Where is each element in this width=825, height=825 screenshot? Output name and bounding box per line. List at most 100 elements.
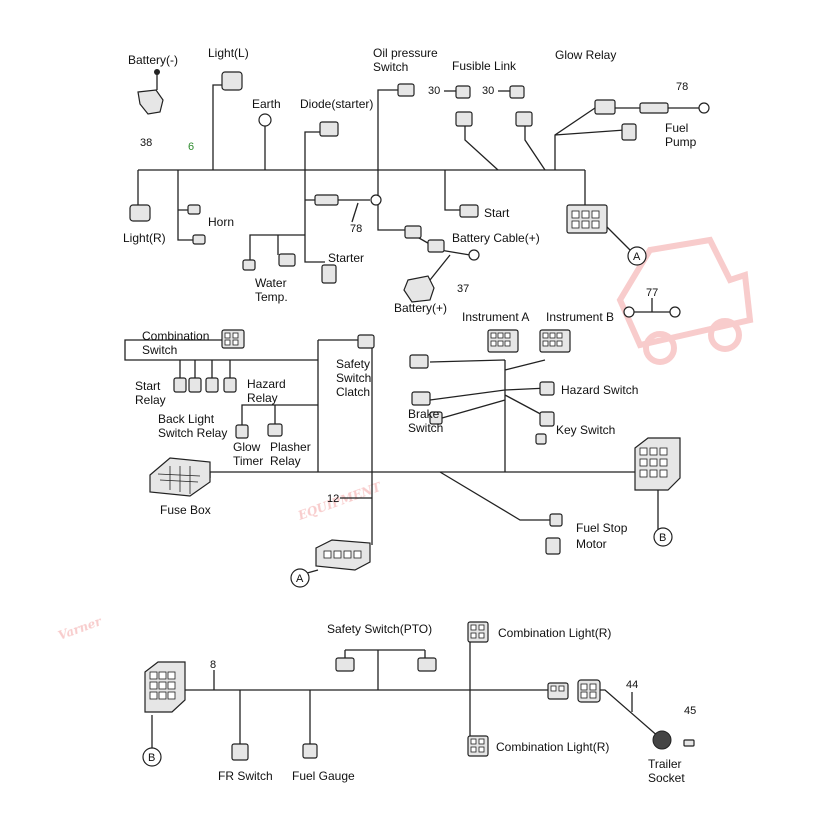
label-oil-1: Oil pressure bbox=[373, 46, 438, 60]
instrument-a-connector bbox=[487, 329, 519, 353]
connector-b-left-label: B bbox=[148, 752, 155, 764]
left-switch-connector-1 bbox=[409, 354, 429, 369]
label-earth: Earth bbox=[252, 97, 281, 111]
label-num-30b: 30 bbox=[482, 85, 494, 97]
label-water-2: Temp. bbox=[255, 290, 288, 304]
watermark-text-equipment: EQUIPMENT bbox=[295, 480, 384, 524]
label-back-light-2: Switch Relay bbox=[158, 426, 227, 440]
key-switch-connector-1 bbox=[539, 411, 555, 427]
label-safety-pto: Safety Switch(PTO) bbox=[327, 622, 432, 636]
label-comb-light-bottom: Combination Light(R) bbox=[496, 740, 609, 754]
battery-cable-connector-1 bbox=[404, 225, 422, 239]
wire-light-l bbox=[212, 84, 222, 170]
label-glow-relay: Glow Relay bbox=[555, 48, 616, 62]
connector-a-bottom-badge bbox=[290, 568, 310, 588]
glow-relay-connector bbox=[594, 99, 616, 115]
label-start-relay-1: Start bbox=[135, 379, 161, 393]
fuel-pump-terminal bbox=[698, 102, 710, 114]
connector-b-right bbox=[634, 437, 681, 491]
label-trailer-2: Socket bbox=[648, 771, 685, 785]
hazard-switch-connector bbox=[539, 381, 555, 396]
terminal-77-left bbox=[623, 306, 635, 318]
fuse-box bbox=[149, 457, 211, 497]
trailer-bolt bbox=[683, 739, 695, 747]
label-num-78a: 78 bbox=[676, 81, 688, 93]
earth-terminal bbox=[258, 113, 272, 127]
label-num-6: 6 bbox=[188, 141, 194, 153]
connector-a-top-badge bbox=[627, 246, 647, 266]
label-trailer-1: Trailer bbox=[648, 757, 682, 771]
connector-a-top bbox=[566, 204, 608, 234]
horn-connector-2 bbox=[192, 234, 206, 245]
wire-comb-switch bbox=[124, 339, 360, 472]
wire-safety-pto bbox=[344, 649, 426, 690]
label-safety-3: Clatch bbox=[336, 385, 370, 399]
section-rear-harness: Safety Switch(PTO) Combination Light(R) … bbox=[142, 621, 696, 785]
water-temp-connector-2 bbox=[278, 253, 296, 267]
connector-a-bottom bbox=[315, 539, 371, 571]
diode-connector bbox=[319, 121, 339, 137]
terminal-77-right bbox=[669, 306, 681, 318]
label-fr-switch: FR Switch bbox=[218, 769, 273, 783]
label-hazard-relay-2: Relay bbox=[247, 391, 278, 405]
start-relay-1 bbox=[173, 377, 187, 393]
fusible-connector-2 bbox=[515, 111, 533, 127]
label-comb-switch-2: Switch bbox=[142, 343, 177, 357]
label-battery-cable: Battery Cable(+) bbox=[452, 231, 540, 245]
label-fuse-box: Fuse Box bbox=[160, 503, 211, 517]
fr-switch-connector bbox=[231, 743, 249, 761]
safety-pto-connector-1 bbox=[335, 657, 355, 672]
section-engine-harness: Battery(-) 38 Light(L) 6 Earth Diode(sta… bbox=[123, 46, 710, 315]
label-fuel-pump-1: Fuel bbox=[665, 121, 688, 135]
light-l-connector bbox=[221, 71, 243, 91]
glow-timer-connector bbox=[235, 424, 249, 439]
wire-back-light bbox=[241, 404, 318, 425]
label-num-8: 8 bbox=[210, 659, 216, 671]
comb-light-bottom-connector bbox=[467, 735, 489, 757]
trailer-socket bbox=[652, 730, 672, 750]
mid-connector bbox=[547, 682, 569, 700]
plasher-relay-connector bbox=[267, 423, 283, 437]
starter-fuse bbox=[314, 194, 339, 206]
label-comb-light-top: Combination Light(R) bbox=[498, 626, 611, 640]
label-num-78b: 78 bbox=[350, 223, 362, 235]
starter-connector bbox=[321, 264, 337, 284]
wire-77 bbox=[634, 298, 670, 313]
horn-connector-1 bbox=[187, 204, 201, 215]
safety-switch-connector bbox=[357, 334, 375, 349]
label-num-38: 38 bbox=[140, 137, 152, 149]
label-key-switch: Key Switch bbox=[556, 423, 615, 437]
fusible-link-1 bbox=[455, 85, 471, 99]
battery-cable-terminal bbox=[468, 249, 480, 261]
battery-cable-connector-2 bbox=[427, 239, 445, 253]
fusible-connector-1 bbox=[455, 111, 473, 127]
fusible-link-2 bbox=[509, 85, 525, 99]
connector-b-left-badge bbox=[142, 747, 162, 767]
label-comb-switch-1: Combination bbox=[142, 329, 209, 343]
label-safety-2: Switch bbox=[336, 371, 371, 385]
wire-fusible-1 bbox=[464, 125, 499, 171]
wire-comb-light bbox=[469, 631, 479, 746]
label-num-12: 12 bbox=[327, 493, 339, 505]
connector-b-right-label: B bbox=[659, 532, 666, 544]
watermark-truck-icon bbox=[616, 236, 754, 365]
label-light-r: Light(R) bbox=[123, 231, 166, 245]
safety-pto-connector-2 bbox=[417, 657, 437, 672]
comb-switch-connector bbox=[221, 329, 245, 349]
label-start-relay-2: Relay bbox=[135, 393, 166, 407]
starter-fuse-leader bbox=[351, 202, 359, 223]
label-num-44: 44 bbox=[626, 679, 638, 691]
label-brake-1: Brake bbox=[408, 407, 440, 421]
label-num-37: 37 bbox=[457, 283, 469, 295]
label-water-1: Water bbox=[255, 276, 287, 290]
label-starter: Starter bbox=[328, 251, 364, 265]
battery-pos-terminal bbox=[403, 275, 435, 303]
wire-start bbox=[444, 170, 460, 211]
brake-switch-connector bbox=[429, 411, 443, 425]
label-fuel-stop-2: Motor bbox=[576, 537, 607, 551]
glow-relay-body bbox=[621, 123, 637, 141]
label-fusible: Fusible Link bbox=[452, 59, 517, 73]
label-light-l: Light(L) bbox=[208, 46, 249, 60]
fuel-gauge-connector bbox=[302, 743, 318, 759]
